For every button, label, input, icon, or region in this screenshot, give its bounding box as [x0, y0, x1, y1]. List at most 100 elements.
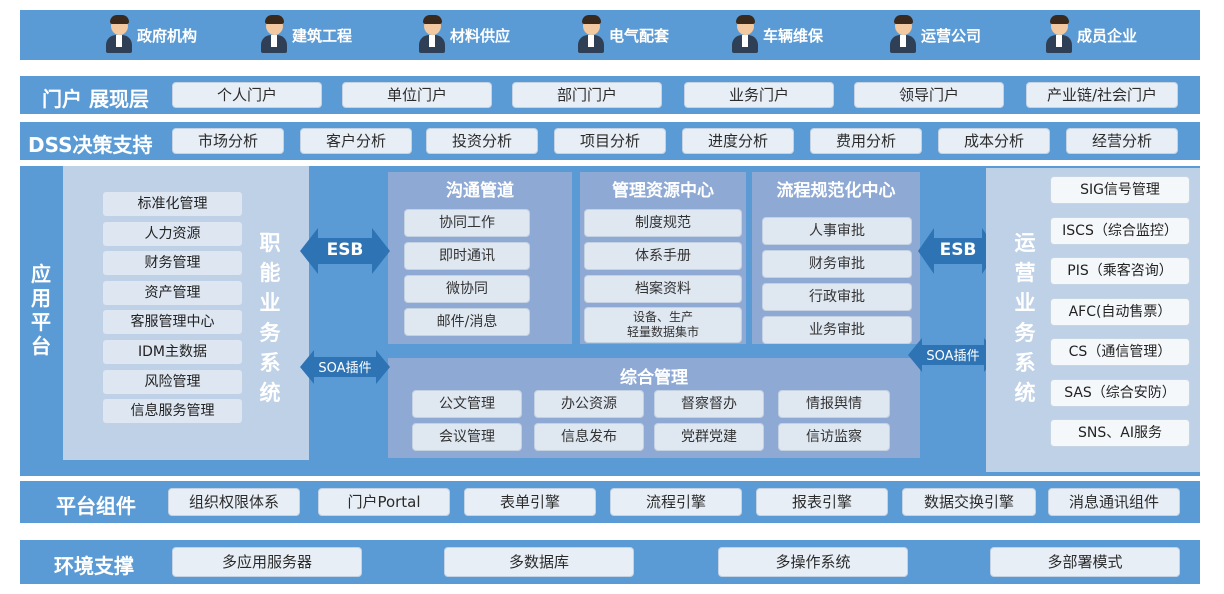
soa-left-arrow — [300, 350, 390, 384]
comprehensive-item: 办公资源 — [534, 390, 644, 418]
person-avatar-icon — [259, 15, 289, 55]
role-label: 建筑工程 — [292, 26, 353, 45]
resource-item: 体系手册 — [584, 242, 742, 270]
soa-left-label: SOA插件 — [318, 361, 372, 376]
functional-system-title: 职能业务系统 — [259, 231, 281, 405]
portal-item: 产业链/社会门户 — [1026, 82, 1178, 108]
operations-item: CS（通信管理） — [1050, 338, 1190, 366]
dss-label: DSS决策支持 — [28, 133, 153, 157]
role-item: 成员企业 — [1044, 12, 1137, 58]
person-avatar-icon — [1044, 15, 1074, 55]
functional-item: 资产管理 — [103, 280, 242, 305]
functional-item: 标准化管理 — [103, 192, 242, 216]
operations-item: SIG信号管理 — [1050, 176, 1190, 204]
component-item: 流程引擎 — [610, 488, 742, 516]
portal-label: 门户 展现层 — [42, 87, 149, 111]
soa-right-arrow — [908, 338, 998, 372]
person-avatar-icon — [730, 15, 760, 55]
role-item: 电气配套 — [576, 12, 669, 58]
comprehensive-item: 信息发布 — [534, 423, 644, 451]
communication-title: 沟通管道 — [446, 181, 514, 201]
process-item: 行政审批 — [762, 283, 912, 311]
process-item: 财务审批 — [762, 250, 912, 278]
functional-item: IDM主数据 — [103, 340, 242, 364]
roles-band — [20, 10, 1200, 60]
operations-system-title: 运营业务系统 — [1014, 231, 1036, 405]
environment-item: 多部署模式 — [990, 547, 1180, 577]
person-avatar-icon — [888, 15, 918, 55]
components-label: 平台组件 — [56, 494, 136, 518]
process-item: 业务审批 — [762, 316, 912, 344]
esb-right-arrow — [918, 228, 998, 274]
resource-center-title: 管理资源中心 — [612, 181, 714, 201]
portal-item: 单位门户 — [342, 82, 492, 108]
operations-item: ISCS（综合监控） — [1050, 216, 1190, 245]
dss-item: 市场分析 — [172, 128, 284, 154]
environment-item: 多操作系统 — [718, 547, 908, 577]
communication-item: 邮件/消息 — [404, 308, 530, 336]
component-item: 组织权限体系 — [168, 488, 300, 516]
environment-label: 环境支撑 — [54, 554, 134, 578]
functional-item: 财务管理 — [103, 251, 242, 276]
functional-item: 客服管理中心 — [103, 310, 242, 335]
portal-item: 业务门户 — [684, 82, 834, 108]
role-label: 电气配套 — [609, 26, 670, 45]
process-center-title: 流程规范化中心 — [776, 181, 896, 201]
component-item: 数据交换引擎 — [902, 488, 1036, 516]
component-item: 门户Portal — [318, 488, 450, 516]
dss-item: 费用分析 — [810, 128, 922, 154]
environment-item: 多数据库 — [444, 547, 634, 577]
resource-item: 制度规范 — [584, 209, 742, 237]
dss-item: 成本分析 — [938, 128, 1050, 154]
operations-item: SNS、AI服务 — [1050, 419, 1190, 447]
portal-item: 领导门户 — [854, 82, 1004, 108]
component-item: 报表引擎 — [756, 488, 888, 516]
environment-item: 多应用服务器 — [172, 547, 362, 577]
communication-item: 即时通讯 — [404, 242, 530, 270]
role-item: 政府机构 — [104, 12, 197, 58]
person-avatar-icon — [417, 15, 447, 55]
role-item: 材料供应 — [417, 12, 510, 58]
dss-item: 投资分析 — [426, 128, 538, 154]
comprehensive-item: 情报舆情 — [778, 390, 890, 418]
communication-item: 协同工作 — [404, 209, 530, 237]
operations-item: PIS（乘客咨询） — [1050, 257, 1190, 285]
role-label: 车辆维保 — [763, 26, 824, 45]
component-item: 消息通讯组件 — [1048, 488, 1180, 516]
functional-item: 信息服务管理 — [103, 399, 242, 424]
comprehensive-item: 信访监察 — [778, 423, 890, 451]
esb-left-label: ESB — [326, 240, 364, 260]
functional-item: 风险管理 — [103, 369, 242, 394]
process-item: 人事审批 — [762, 217, 912, 245]
person-avatar-icon — [104, 15, 134, 55]
role-item: 建筑工程 — [259, 12, 352, 58]
dss-item: 项目分析 — [554, 128, 666, 154]
operations-item: SAS（综合安防） — [1050, 378, 1190, 407]
communication-item: 微协同 — [404, 275, 530, 303]
dss-item: 经营分析 — [1066, 128, 1178, 154]
person-avatar-icon — [576, 15, 606, 55]
comprehensive-item: 党群党建 — [654, 423, 764, 451]
comprehensive-item: 会议管理 — [412, 423, 522, 451]
role-label: 成员企业 — [1077, 26, 1138, 45]
resource-item: 档案资料 — [584, 275, 742, 303]
soa-right-label: SOA插件 — [926, 349, 980, 364]
role-label: 材料供应 — [450, 26, 511, 45]
dss-item: 进度分析 — [682, 128, 794, 154]
comprehensive-item: 公文管理 — [412, 390, 522, 418]
dss-item: 客户分析 — [300, 128, 412, 154]
resource-item-equipment: 设备、生产 轻量数据集市 — [584, 307, 742, 343]
operations-item: AFC(自动售票） — [1050, 297, 1190, 326]
role-item: 运营公司 — [888, 12, 981, 58]
esb-right-label: ESB — [939, 240, 977, 260]
component-item: 表单引擎 — [464, 488, 596, 516]
esb-left-arrow — [300, 228, 390, 274]
comprehensive-title: 综合管理 — [620, 368, 688, 388]
role-item: 车辆维保 — [730, 12, 823, 58]
portal-item: 个人门户 — [172, 82, 322, 108]
role-label: 政府机构 — [137, 26, 198, 45]
functional-item: 人力资源 — [103, 221, 242, 246]
role-label: 运营公司 — [921, 26, 982, 45]
portal-item: 部门门户 — [512, 82, 662, 108]
app-platform-label: 应用平台 — [31, 262, 51, 358]
